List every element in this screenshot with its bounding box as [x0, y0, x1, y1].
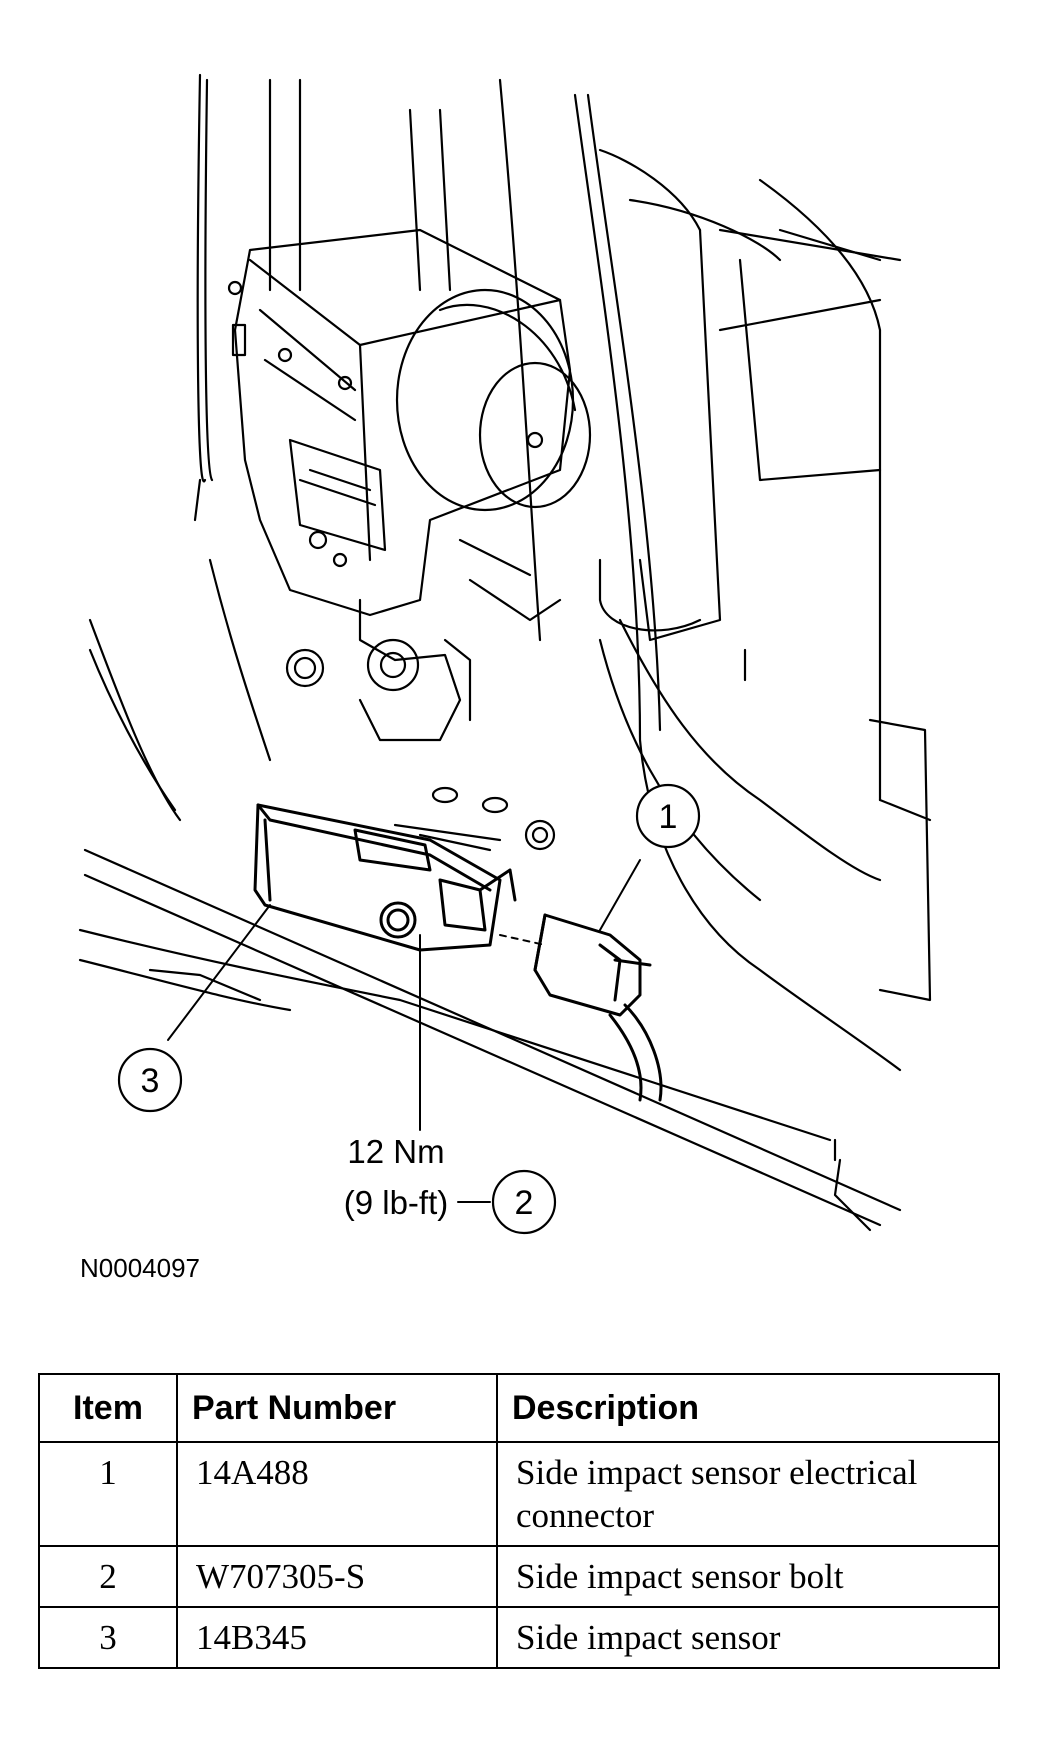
callout-1-label: 1 — [659, 798, 678, 836]
row-description: Side impact sensor — [496, 1606, 1000, 1669]
callout-3-label: 3 — [141, 1062, 160, 1100]
row-item: 3 — [38, 1606, 178, 1669]
side-impact-sensor — [253, 803, 517, 952]
table-header-row: Item Part Number Description — [38, 1373, 1000, 1443]
row-description: Side impact sensor bolt — [496, 1545, 1000, 1608]
callout-2: 2 — [419, 934, 557, 1235]
sensor-installation-diagram: 1 3 2 12 Nm (9 lb-ft) — [78, 73, 932, 1235]
table-row: 1 14A488 Side impact sensor electrical c… — [38, 1441, 1000, 1547]
header-description: Description — [496, 1373, 1000, 1443]
row-description: Side impact sensor electrical connector — [496, 1441, 1000, 1547]
header-part-number: Part Number — [176, 1373, 498, 1443]
header-item: Item — [38, 1373, 178, 1443]
table-row: 3 14B345 Side impact sensor — [38, 1606, 1000, 1669]
floor-sill — [78, 558, 902, 1232]
row-part-number: 14B345 — [176, 1606, 498, 1669]
torque-nm-label: 12 Nm — [347, 1133, 444, 1170]
callout-2-label: 2 — [515, 1184, 534, 1222]
row-part-number: 14A488 — [176, 1441, 498, 1547]
mounting-holes — [393, 786, 556, 852]
row-item: 2 — [38, 1545, 178, 1608]
table-row: 2 W707305-S Side impact sensor bolt — [38, 1545, 1000, 1608]
row-item: 1 — [38, 1441, 178, 1547]
callout-3: 3 — [117, 904, 271, 1113]
seat-belt-retractor — [227, 78, 592, 742]
parts-table: Item Part Number Description 1 14A488 Si… — [38, 1373, 1000, 1669]
figure-id: N0004097 — [80, 1253, 200, 1283]
callout-1: 1 — [599, 783, 701, 931]
row-part-number: W707305-S — [176, 1545, 498, 1608]
torque-lbft-label: (9 lb-ft) — [344, 1184, 449, 1221]
b-pillar-trim — [193, 73, 932, 1072]
electrical-connector — [499, 913, 663, 1102]
